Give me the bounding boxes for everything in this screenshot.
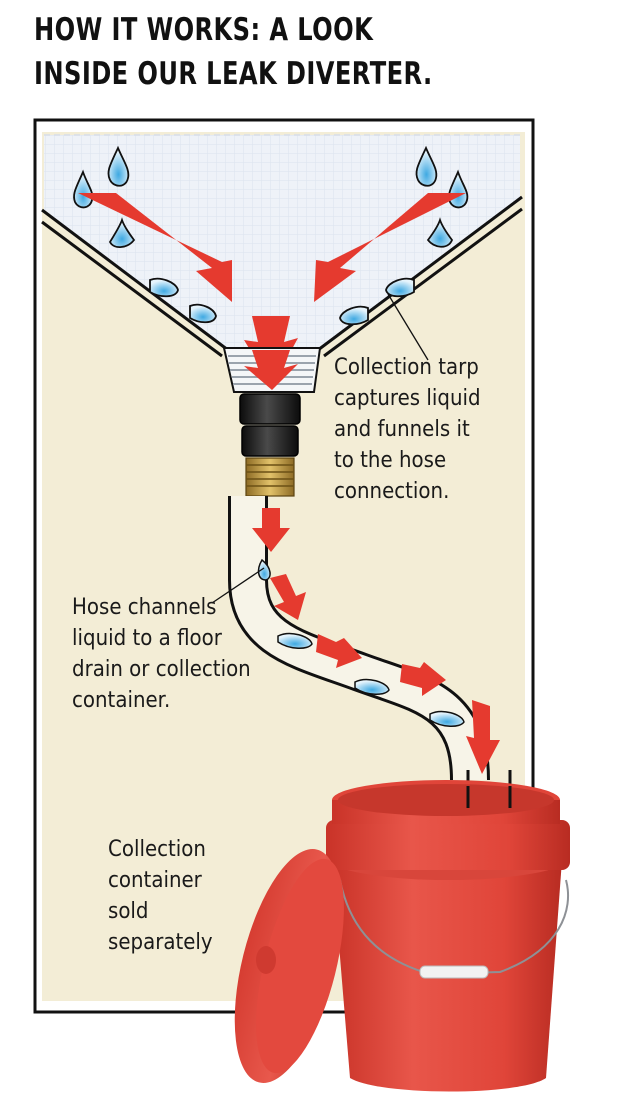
callout-container-line: Collection <box>108 837 206 862</box>
callout-hose-line: drain or collection <box>72 657 251 682</box>
page-title: HOW IT WORKS: A LOOK INSIDE OUR LEAK DIV… <box>34 8 433 96</box>
hose-water-drop-icons <box>257 558 465 727</box>
hose-fitting <box>222 347 322 497</box>
hose-arrow-icons <box>252 508 500 774</box>
callout-container-line: sold <box>108 899 149 924</box>
callout-tarp-line: Collection tarp <box>334 355 479 380</box>
callout-tarp: Collection tarp captures liquid and funn… <box>334 352 481 507</box>
title-line-1: HOW IT WORKS: A LOOK <box>34 12 374 48</box>
callout-container-line: container <box>108 868 202 893</box>
callout-hose: Hose channels liquid to a floor drain or… <box>72 592 251 716</box>
bucket-lid <box>234 849 344 1083</box>
callout-tarp-line: captures liquid <box>334 386 481 411</box>
collection-bucket <box>326 780 570 1092</box>
water-drop-icons <box>73 145 469 326</box>
callout-container: Collection container sold separately <box>108 834 213 958</box>
callout-tarp-line: and funnels it <box>334 417 470 442</box>
callout-hose-line: liquid to a floor <box>72 626 222 651</box>
title-line-2: INSIDE OUR LEAK DIVERTER. <box>34 56 433 92</box>
callout-hose-line: Hose channels <box>72 595 217 620</box>
callout-hose-line: container. <box>72 688 171 713</box>
callout-leader-lines <box>211 293 429 604</box>
callout-container-line: separately <box>108 930 213 955</box>
callout-tarp-line: to the hose <box>334 448 447 473</box>
callout-tarp-line: connection. <box>334 479 450 504</box>
